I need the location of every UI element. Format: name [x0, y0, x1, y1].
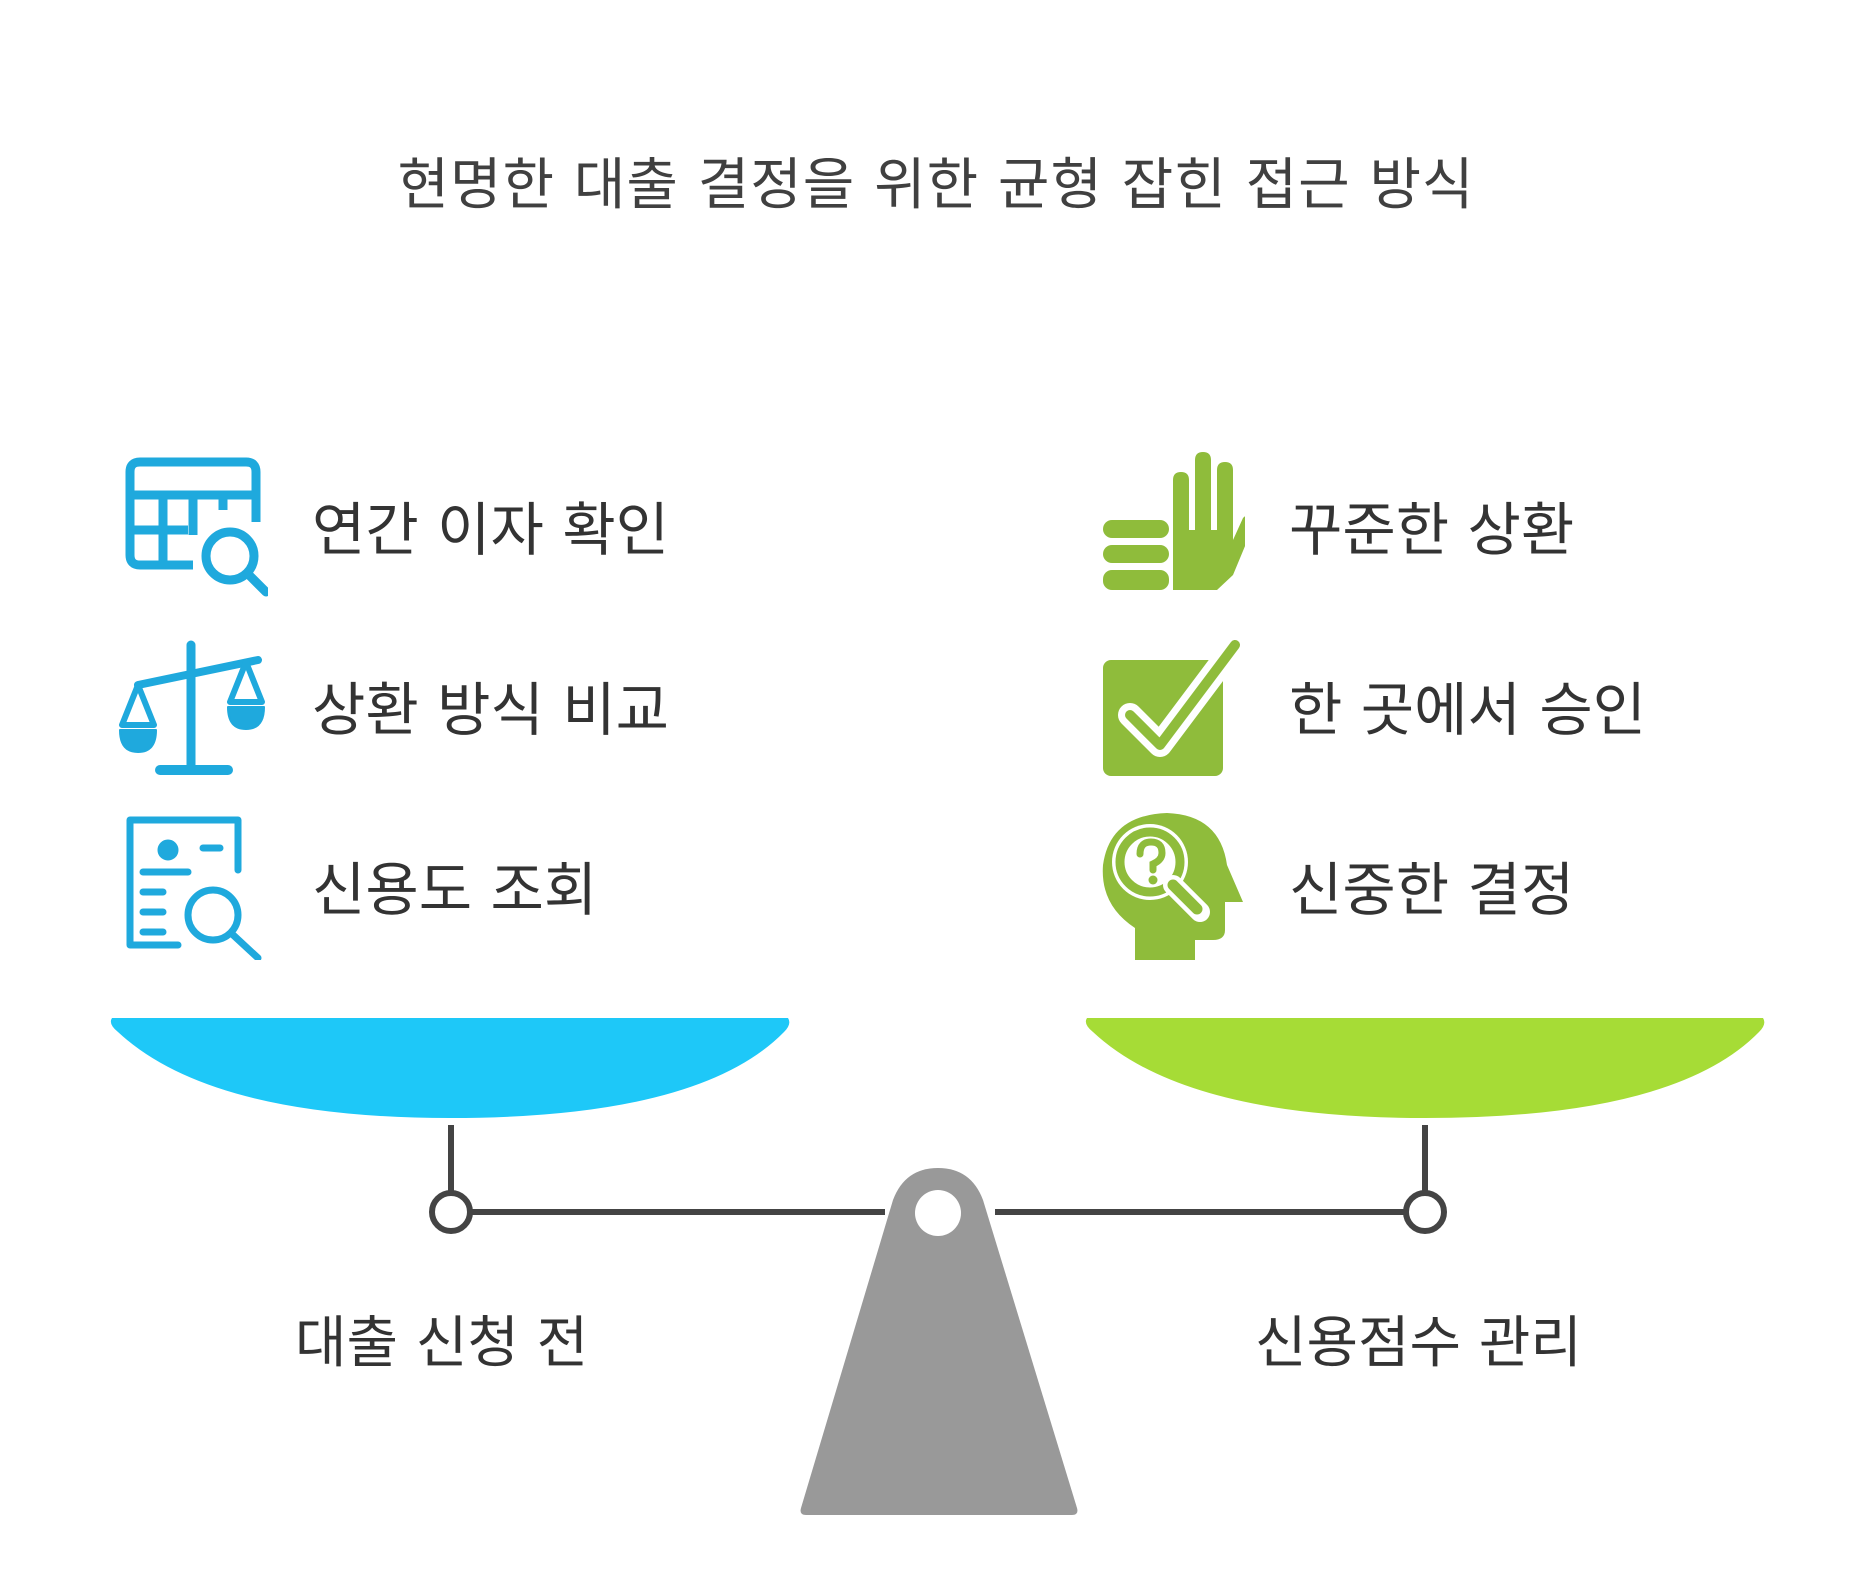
right-pan: [1085, 1018, 1765, 1118]
right-side-label: 신용점수 관리: [1255, 1311, 1582, 1376]
right-item-3-label: 신중한 결정: [1289, 856, 1575, 924]
left-pivot: [429, 1190, 473, 1234]
left-item-2: 상환 방식 비교: [118, 630, 669, 780]
right-item-3: 신중한 결정: [1095, 810, 1574, 960]
left-item-3-label: 신용도 조회: [312, 856, 598, 924]
right-item-1-label: 꾸준한 상환: [1289, 496, 1575, 564]
right-item-2-label: 한 곳에서 승인: [1289, 676, 1647, 744]
head-question-icon: [1102, 813, 1243, 960]
diagram-title: 현명한 대출 결정을 위한 균형 잡힌 접근 방식: [397, 153, 1475, 218]
left-item-2-label: 상환 방식 비교: [312, 676, 670, 744]
coins-hand-icon: [1103, 452, 1245, 590]
right-item-2: 한 곳에서 승인: [1095, 630, 1646, 780]
balance-scale-icon: [119, 640, 265, 775]
right-item-1: 꾸준한 상환: [1095, 450, 1574, 600]
fulcrum-hole: [915, 1190, 961, 1236]
checkbox-icon: [1103, 633, 1245, 776]
document-search-icon: [126, 816, 262, 960]
left-item-1: 연간 이자 확인: [118, 450, 669, 600]
left-item-1-label: 연간 이자 확인: [312, 496, 670, 564]
left-item-3: 신용도 조회: [118, 810, 597, 960]
left-pan: [110, 1018, 790, 1118]
calculator-search-icon: [125, 457, 268, 597]
right-pivot: [1403, 1190, 1447, 1234]
left-side-label: 대출 신청 전: [295, 1311, 589, 1376]
fulcrum: [800, 1168, 1078, 1515]
